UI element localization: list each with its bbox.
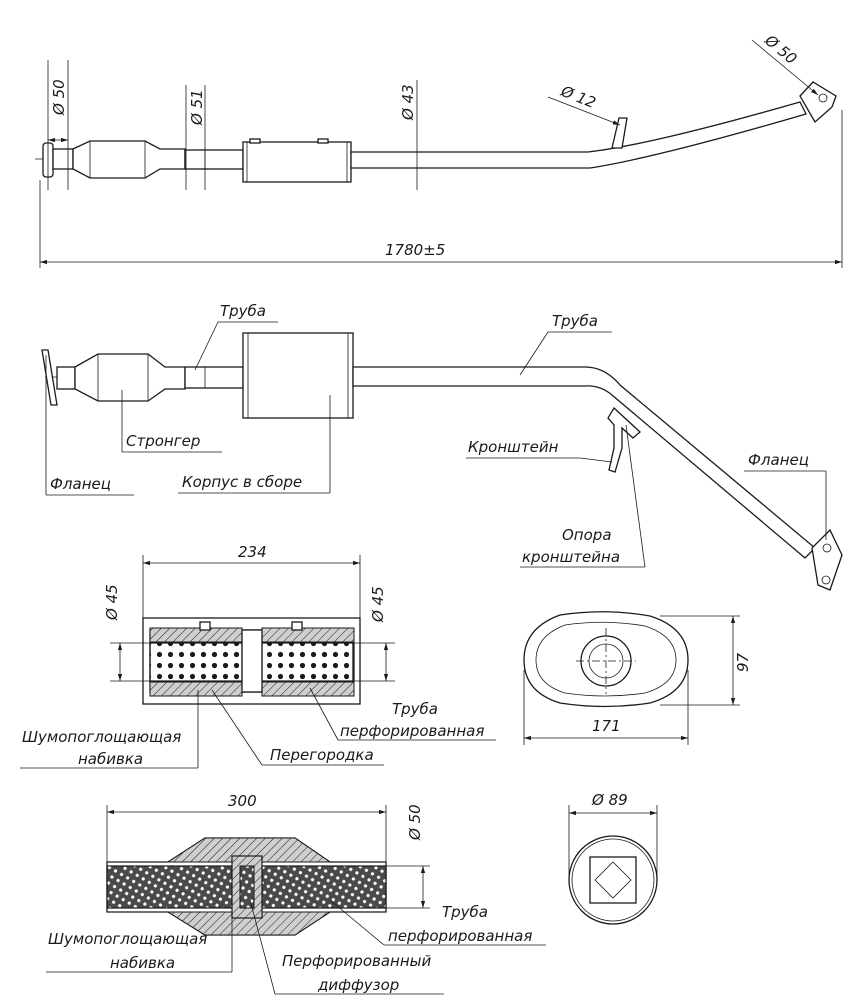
label-perf-pipe-line2: перфорированная (340, 722, 484, 740)
dim-muffler-length: 234 (238, 543, 267, 561)
label-bracket: Кронштейн (468, 438, 559, 456)
dim-stronger-diameter: Ø 50 (406, 804, 424, 841)
side-view: Труба Труба Стронгер Фланец Корпус в сбо… (41, 302, 843, 591)
dim-end-diameter: Ø 50 (761, 31, 801, 68)
label-pipe-right: Труба (552, 312, 598, 330)
dim-muffler-d-right: Ø 45 (369, 586, 387, 623)
oval-section: 97 171 (523, 611, 752, 745)
label-packing-line2: набивка (78, 750, 143, 768)
top-view: Ø 50 Ø 51 Ø 43 Ø 12 Ø 50 1780±5 (35, 31, 843, 268)
label-perf-pipe2-line1: Труба (442, 903, 488, 921)
muffler-section: 234 Ø 45 Ø 45 Шумопоглощающая набивка (20, 543, 496, 769)
label-diffuser-line2: диффузор (317, 976, 399, 994)
label-packing2-line1: Шумопоглощающая (48, 930, 207, 948)
label-support-line1: Опора (562, 526, 612, 544)
dim-oval-width: 171 (592, 717, 621, 735)
dim-flange-diameter: Ø 50 (50, 79, 68, 116)
label-perf-pipe-line1: Труба (392, 700, 438, 718)
label-pipe-left: Труба (220, 302, 266, 320)
dim-round-diameter: Ø 89 (591, 791, 628, 809)
label-packing-line1: Шумопоглощающая (22, 728, 181, 746)
dim-stronger-length: 300 (228, 792, 257, 810)
label-perf-pipe2-line2: перфорированная (388, 927, 532, 945)
label-housing: Корпус в сборе (182, 473, 302, 491)
round-section: Ø 89 (568, 791, 658, 925)
stronger-section: 300 Ø 50 Труба перфорированная Шумопогло… (46, 792, 546, 995)
label-partition: Перегородка (270, 746, 374, 764)
dim-muffler-d-left: Ø 45 (103, 584, 121, 621)
dim-bracket-diameter: Ø 12 (558, 82, 599, 112)
dim-pipe-diameter-43: Ø 43 (399, 84, 417, 121)
label-support-line2: кронштейна (522, 548, 620, 566)
label-flange-right: Фланец (748, 451, 809, 469)
dim-overall-length: 1780±5 (385, 241, 445, 259)
label-packing2-line2: набивка (110, 954, 175, 972)
label-flange-left: Фланец (50, 475, 111, 493)
label-diffuser-line1: Перфорированный (282, 952, 431, 970)
dim-oval-height: 97 (734, 652, 752, 672)
label-stronger: Стронгер (126, 432, 200, 450)
dim-pipe-diameter-51: Ø 51 (188, 89, 206, 126)
